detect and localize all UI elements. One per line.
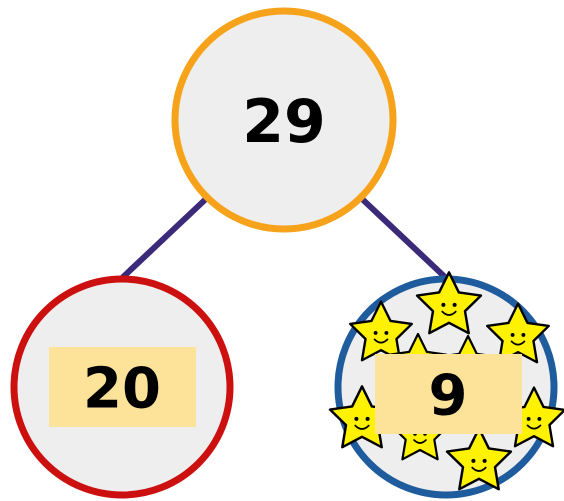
connector-left xyxy=(119,194,211,281)
whole-value: 29 xyxy=(242,87,326,157)
tens-part-value: 20 xyxy=(83,357,161,422)
tens-label-box xyxy=(49,347,196,427)
ones-part-value: 9 xyxy=(429,364,468,429)
whole-circle xyxy=(171,7,397,233)
ones-label-box xyxy=(375,354,522,434)
connector-right xyxy=(357,194,449,281)
